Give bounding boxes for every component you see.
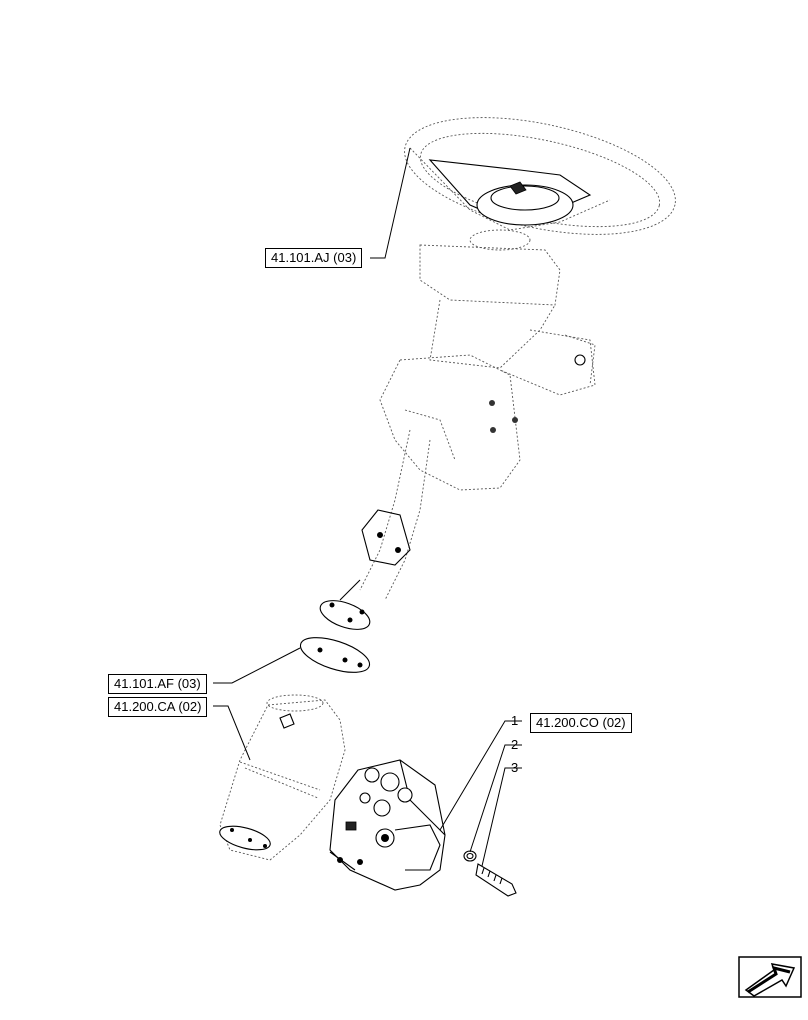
- steering-unit-drawing: [219, 694, 346, 861]
- callout-item-1: 1: [511, 713, 519, 728]
- next-page-arrow-icon[interactable]: [738, 956, 802, 1020]
- callout-item-3: 3: [511, 760, 519, 775]
- valve-block-drawing: [329, 759, 446, 891]
- steering-wheel-drawing: [404, 117, 676, 235]
- leader-lines: [213, 147, 522, 867]
- ref-column-joint[interactable]: 41.101.AF (03): [108, 674, 207, 694]
- ref-valve-block[interactable]: 41.200.CO (02): [530, 713, 632, 733]
- ref-steering-unit[interactable]: 41.200.CA (02): [108, 697, 208, 717]
- ref-steering-wheel[interactable]: 41.101.AJ (03): [265, 248, 363, 268]
- callout-item-2: 2: [511, 737, 519, 752]
- universal-joint-drawing: [299, 429, 431, 673]
- column-housing-drawing: [379, 229, 596, 491]
- o-ring-drawing: [463, 850, 477, 862]
- bolt-drawing: [475, 863, 517, 897]
